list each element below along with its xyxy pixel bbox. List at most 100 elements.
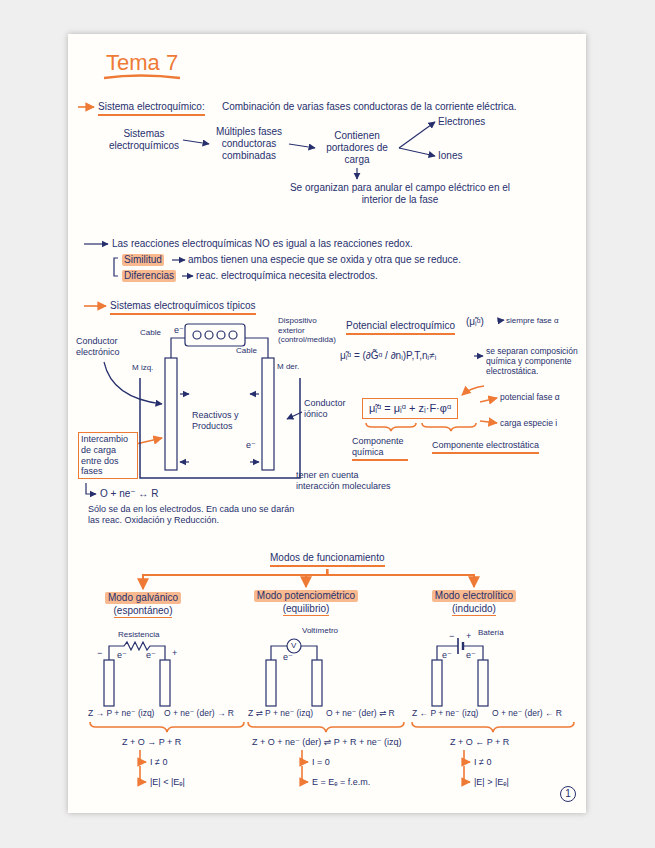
page-title: Tema 7 [106, 50, 178, 76]
orange-strokes [422, 423, 476, 431]
node-text: (equilibrio) [283, 603, 330, 616]
node-text: Modos de funcionamiento [270, 552, 385, 567]
orange-strokes [480, 398, 497, 402]
orange-strokes [464, 750, 470, 762]
navy-strokes [205, 331, 213, 339]
note-text: 1 [560, 786, 576, 802]
note-text: Z ← P + ne⁻ (izq) [412, 708, 478, 718]
concept-node: Modo electrolítico(inducido) [418, 590, 530, 616]
note-text: carga especie i [500, 418, 557, 428]
navy-strokes [217, 331, 225, 339]
note-text: Componente química [352, 436, 408, 461]
node-text: (espontáneo) [114, 605, 173, 618]
orange-strokes [302, 766, 308, 782]
note-text: I = 0 [312, 757, 330, 768]
navy-strokes [114, 258, 118, 276]
note-text: I ≠ 0 [474, 757, 491, 768]
orange-strokes [78, 76, 574, 783]
note-text: |E| < |Eₑ| [150, 777, 185, 788]
note-text: e⁻ [283, 652, 293, 663]
orange-strokes [140, 750, 146, 762]
note-text: Sólo se da en los electrodos. En cada un… [88, 504, 303, 526]
node-text: Electrones [438, 116, 485, 128]
orange-strokes [366, 423, 416, 431]
navy-strokes [86, 483, 96, 494]
navy-strokes [437, 646, 458, 660]
navy-strokes [180, 461, 189, 462]
note-text: Z + O → P + R [122, 737, 181, 748]
node-text: Modo electrolítico [432, 590, 516, 602]
navy-strokes [140, 378, 300, 478]
orange-strokes [480, 421, 497, 423]
navy-strokes [478, 660, 488, 706]
orange-strokes [84, 305, 106, 307]
concept-node: Modos de funcionamiento [270, 552, 385, 567]
note-text: O + ne⁻ (der) ⇌ R [326, 708, 395, 718]
connector-arrow [306, 569, 327, 587]
note-text: Las reacciones electroquímicas NO es igu… [112, 238, 413, 250]
note-text: − [449, 631, 454, 642]
note-text: Combinación de varias fases conductoras … [222, 101, 517, 113]
navy-strokes [104, 660, 114, 706]
note-text: reac. electroquímica necesita electrodos… [196, 270, 378, 282]
note-text: e⁻ [442, 650, 452, 661]
navy-strokes [432, 660, 442, 706]
note-text: − [97, 648, 102, 659]
concept-node: Contienen portadores de carga [318, 130, 396, 166]
concept-node: μ̃ᵢᵅ = μᵢᵅ + zᵢ·F·φᵅ [362, 398, 458, 419]
note-text: + [172, 648, 177, 659]
node-text: Modo galvánico [105, 592, 181, 604]
note-text: se separan composición química y compone… [486, 346, 578, 377]
concept-node: Iones [438, 150, 462, 162]
node-text: Sistemas electroquímicos [108, 128, 180, 152]
concept-node: Electrones [438, 116, 485, 128]
navy-strokes [109, 642, 165, 660]
connector-arrow [399, 148, 435, 156]
orange-strokes [462, 386, 484, 395]
note-text: Resistencia [118, 630, 159, 640]
note-text: + [466, 631, 471, 642]
concept-node: Múltiples fases conductoras combinadas [212, 126, 286, 162]
navy-strokes [193, 331, 201, 339]
orange-strokes [90, 722, 244, 732]
orange-strokes [302, 750, 308, 762]
navy-strokes [180, 393, 189, 394]
node-text: Iones [438, 150, 462, 162]
connector-arrow [399, 122, 435, 148]
navy-strokes [229, 331, 237, 339]
navy-strokes [165, 358, 177, 470]
orange-strokes [412, 722, 574, 732]
node-text: (inducido) [452, 603, 496, 616]
orange-strokes [464, 766, 470, 782]
note-text: Z → P + ne⁻ (izq) [88, 708, 154, 718]
note-text: Z + O + ne⁻ (der) ⇌ P + R + ne⁻ (izq) [252, 737, 401, 748]
connector-arrow [183, 140, 209, 144]
orange-strokes [104, 76, 180, 79]
concept-node: Sistemas electroquímicos [108, 128, 180, 152]
navy-strokes [474, 355, 483, 356]
connector-arrow [327, 569, 474, 587]
note-text: I ≠ 0 [150, 757, 167, 768]
navy-strokes [262, 358, 274, 470]
note-text: Conductor iónico [304, 398, 350, 420]
note-text: e⁻ [117, 650, 127, 661]
navy-strokes [266, 660, 276, 706]
note-text: M izq. [132, 363, 153, 373]
navy-strokes [104, 362, 162, 404]
navy-strokes [160, 660, 170, 706]
note-text: e⁻ [246, 440, 256, 451]
note-text: Sistema electroquímico: [98, 101, 205, 116]
note-text: μ̃ᵢᵅ = (∂G̃ᵅ / ∂nᵢ)P,T,nⱼ≠ᵢ [340, 350, 436, 362]
note-text: e⁻ [466, 650, 476, 661]
note-text: tener en cuenta interacción moleculares [296, 470, 396, 492]
note-text: e⁻ [174, 325, 184, 336]
note-text: Intercambio de carga entre dos fases [78, 432, 138, 479]
orange-strokes [248, 722, 404, 732]
navy-strokes [84, 243, 108, 244]
navy-strokes [287, 412, 302, 419]
note-text: potencial fase α [500, 392, 560, 402]
note-text: O + ne⁻ (der) → R [164, 708, 234, 718]
note-text: Cable [140, 328, 161, 338]
note-text: ambos tienen una especie que se oxida y … [188, 254, 461, 266]
node-text: Se organizan para anular el campo eléctr… [280, 182, 520, 206]
